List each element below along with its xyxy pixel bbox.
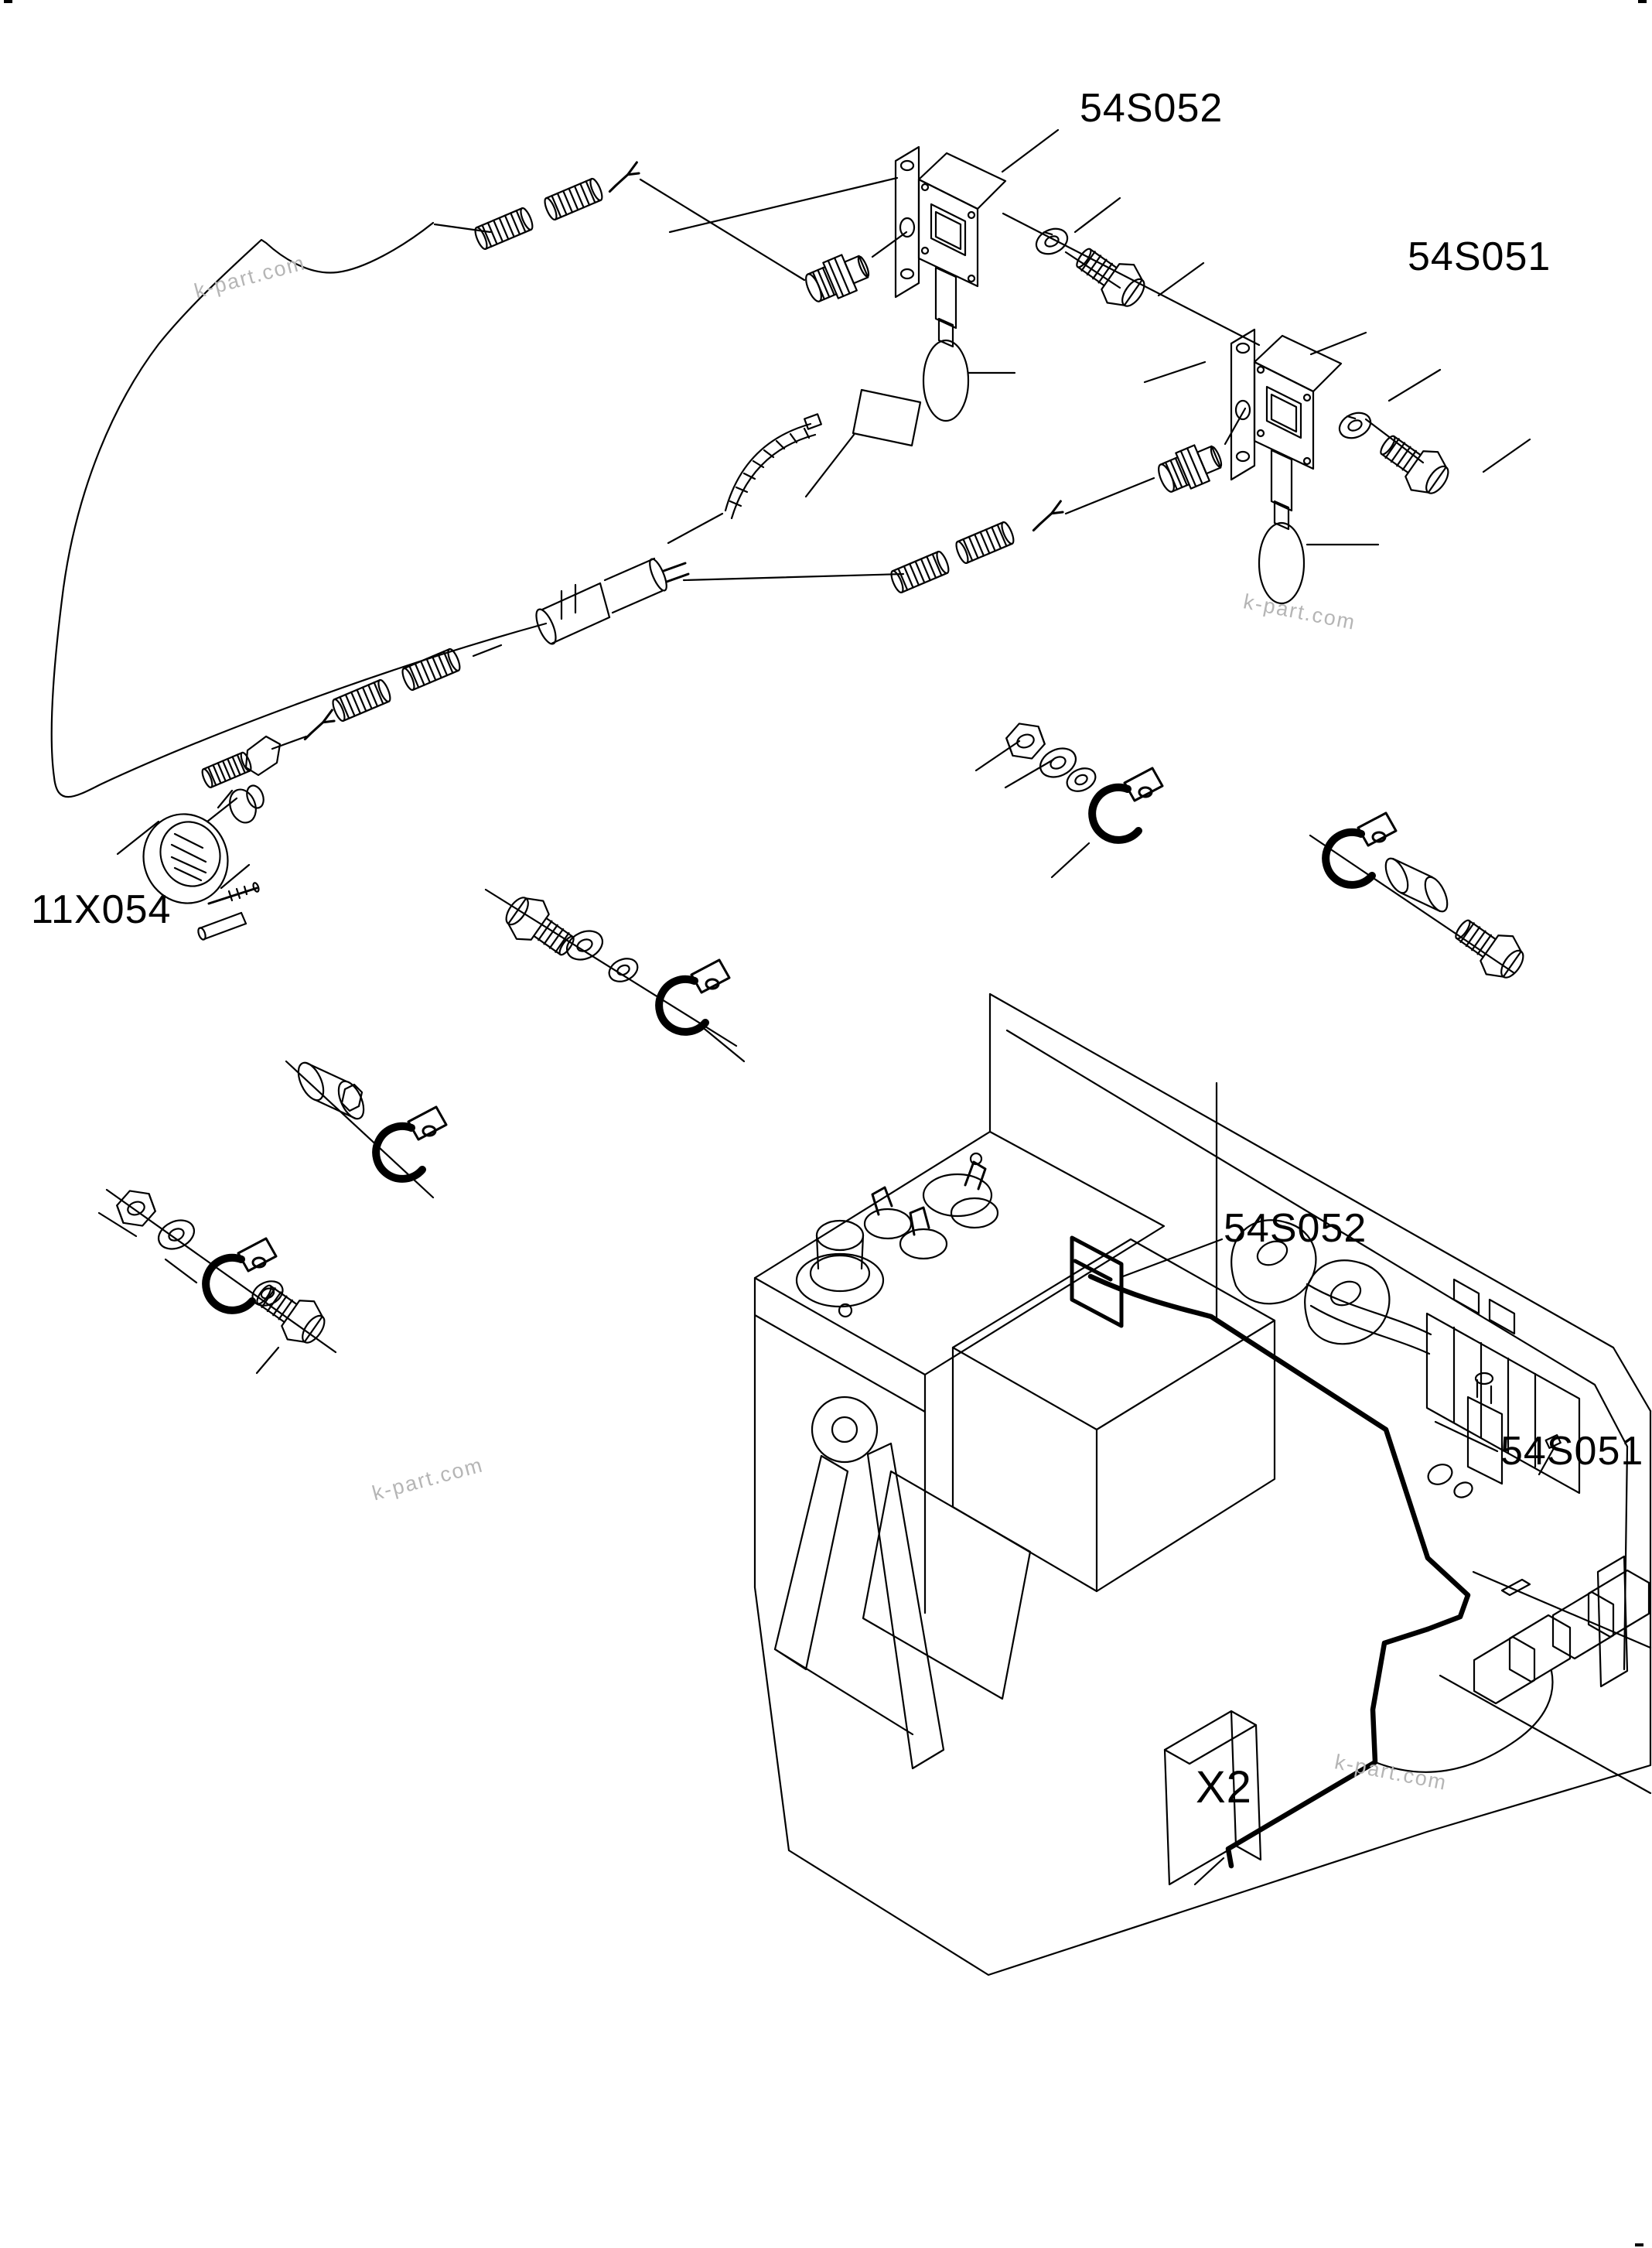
clamp-fastener-group-3 — [1310, 813, 1533, 989]
page-trim-mark-top-left — [4, 0, 12, 3]
leader-line — [99, 1213, 196, 1283]
loader-bracket — [775, 1397, 1030, 1768]
harness-connector-chain — [118, 557, 688, 941]
label-54s051-machine: 54S051 — [1500, 1429, 1644, 1474]
leader-line — [1052, 843, 1089, 877]
leader-line — [976, 741, 1019, 770]
page-trim-mark-bottom-right — [1635, 2243, 1643, 2246]
control-levers — [797, 1153, 998, 1317]
thin-wire — [1375, 1671, 1552, 1772]
battery-box — [1553, 1592, 1613, 1659]
battery-box — [1589, 1570, 1649, 1637]
label-54s052-top: 54S052 — [1080, 86, 1224, 131]
clamp-fastener-group-1 — [486, 887, 744, 1061]
leader-line — [1005, 760, 1053, 787]
pedestal — [953, 1239, 1275, 1591]
leader-line — [1145, 362, 1205, 382]
spacer-sleeve — [1381, 856, 1452, 915]
marker-flag — [806, 390, 920, 497]
deck — [755, 1132, 1164, 1375]
leader-line — [1366, 370, 1530, 472]
leader-line — [701, 1026, 744, 1061]
leader-line — [806, 435, 854, 497]
sensor-54s052-assembly — [472, 130, 1259, 422]
machine-isometric-view — [755, 994, 1650, 1975]
battery-box — [1474, 1637, 1534, 1703]
clamp-fastener-group-2 — [976, 716, 1162, 877]
small-connector — [1502, 1580, 1530, 1595]
leader-line — [1435, 1422, 1497, 1451]
sensor-54s051-assembly — [684, 328, 1530, 605]
leader-line — [1311, 333, 1366, 354]
leader-line — [684, 574, 903, 580]
terminal-pin — [209, 882, 260, 904]
page-trim-mark-top-right — [1638, 0, 1647, 3]
threaded-plug — [200, 736, 280, 790]
leader-line — [668, 514, 722, 543]
clamp-fastener-group-4 — [286, 1059, 446, 1197]
leader-line — [257, 1348, 278, 1373]
sensor-wire — [1539, 1450, 1553, 1474]
coolant-bottle — [1468, 1373, 1502, 1484]
label-11x054: 11X054 — [31, 887, 172, 932]
leader-line — [1066, 478, 1154, 514]
wiring-harness-outline — [52, 223, 546, 797]
leader-line — [872, 232, 906, 257]
clamp-fastener-group-5 — [99, 1184, 336, 1373]
terminal-sleeve — [197, 913, 246, 941]
leader-line — [218, 645, 501, 808]
label-x2: X2 — [1196, 1762, 1252, 1812]
leader-line — [107, 1190, 336, 1352]
leader-line — [670, 178, 897, 232]
inline-connector — [532, 557, 688, 647]
hood-top-edge — [990, 994, 1650, 1411]
leader-line — [1195, 1858, 1224, 1884]
leader-line — [640, 179, 804, 280]
leader-line — [1066, 198, 1203, 296]
leader-line — [1123, 1239, 1222, 1276]
leader-line — [118, 822, 159, 854]
label-54s051-top: 54S051 — [1408, 234, 1551, 279]
round-connector-11x054 — [118, 783, 267, 914]
leader-line — [1002, 130, 1058, 172]
bold-harness-cable — [1072, 1238, 1552, 1866]
cap-bolt — [293, 1059, 369, 1122]
leader-line — [1003, 214, 1259, 345]
engine — [1231, 1220, 1579, 1500]
hood-lower-edge — [1007, 1030, 1627, 1447]
battery-box — [1510, 1615, 1570, 1682]
label-54s052-machine: 54S052 — [1224, 1206, 1367, 1251]
cable-tie — [668, 414, 821, 543]
leader-line — [1225, 408, 1245, 444]
leader-line — [1310, 835, 1514, 973]
battery-tray — [1440, 1556, 1650, 1793]
